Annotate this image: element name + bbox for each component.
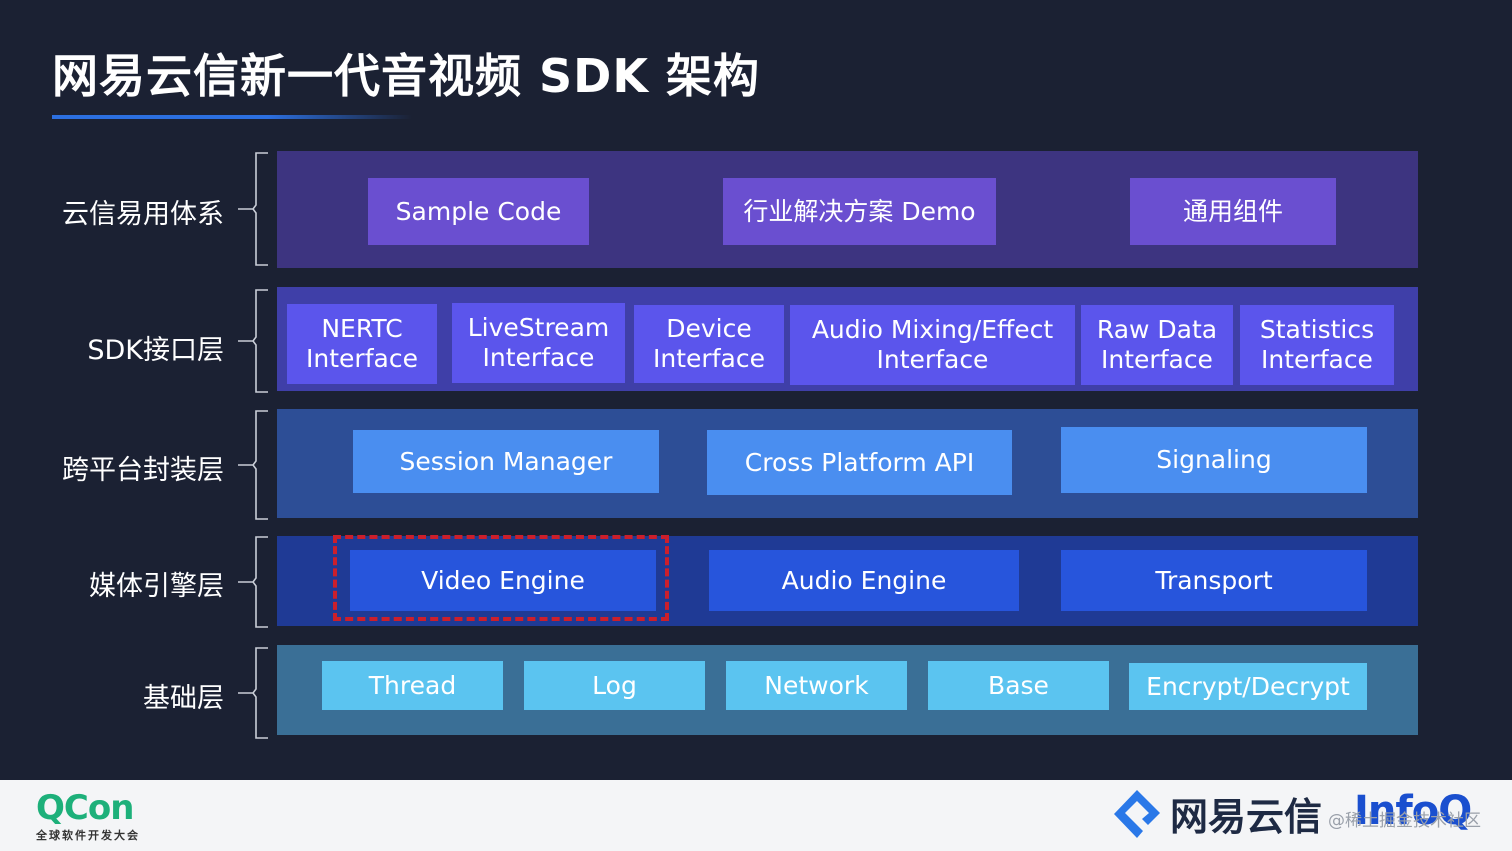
qcon-wordmark: QCon: [36, 790, 140, 826]
layer-label: 云信易用体系: [62, 199, 224, 230]
qcon-subtitle: 全球软件开发大会: [36, 829, 140, 842]
infoq-logo: InfoQ: [1354, 788, 1472, 834]
layer-brace: [238, 289, 268, 393]
footer: [0, 780, 1512, 851]
watermark: @稀土掘金技术社区: [1328, 811, 1481, 831]
component-box: 通用组件: [1130, 178, 1336, 245]
layer-label: 跨平台封装层: [62, 455, 224, 486]
component-box: Network: [726, 661, 907, 710]
slide: 网易云信新一代音视频 SDK 架构 Sample Code 行业解决方案 Demo…: [52, 49, 1418, 739]
layer-brace: [238, 152, 268, 266]
component-box: Statistics Interface: [1240, 305, 1394, 385]
component-box: Sample Code: [368, 178, 589, 245]
component-box: Raw Data Interface: [1081, 305, 1233, 385]
netease-logo: 网易云信: [1112, 786, 1322, 841]
layer-label: 基础层: [143, 683, 224, 714]
layer-brace: [238, 536, 268, 628]
component-box: Session Manager: [353, 430, 659, 493]
highlight-dashed-frame: [333, 535, 669, 621]
title-underline: [52, 115, 412, 119]
component-box: Transport: [1061, 550, 1367, 611]
layer-band: Video Engine Audio Engine Transport: [277, 535, 1418, 626]
layer-band: Sample Code 行业解决方案 Demo 通用组件: [277, 151, 1418, 268]
component-box: NERTC Interface: [287, 304, 437, 384]
component-box: LiveStream Interface: [452, 303, 625, 383]
page-title: 网易云信新一代音视频 SDK 架构: [52, 49, 760, 103]
qcon-logo: QCon 全球软件开发大会: [36, 790, 140, 843]
component-box: Encrypt/Decrypt: [1129, 663, 1367, 710]
component-box: Log: [524, 661, 705, 710]
component-box: Audio Engine: [709, 550, 1019, 611]
component-box: Thread: [322, 661, 503, 710]
layer-brace: [238, 410, 268, 520]
component-box: 行业解决方案 Demo: [723, 178, 996, 245]
netease-diamond-icon: [1114, 789, 1160, 838]
component-box: Signaling: [1061, 427, 1367, 493]
component-box: Cross Platform API: [707, 430, 1012, 495]
component-box: Device Interface: [634, 305, 784, 383]
layer-band: Session Manager Cross Platform API Signali…: [277, 409, 1418, 518]
layer-label: 媒体引擎层: [89, 571, 224, 602]
component-box: Audio Mixing/Effect Interface: [790, 305, 1075, 385]
layer-label: SDK接口层: [87, 335, 224, 366]
layer-brace: [238, 647, 268, 739]
layer-band: Thread Log Network Base Encrypt/Decrypt: [277, 645, 1418, 735]
netease-brand-text: 网易云信: [1170, 795, 1323, 839]
component-box: Video Engine: [350, 550, 656, 611]
component-box: Base: [928, 661, 1109, 710]
qcon-wordmark-text: QCon: [36, 788, 134, 828]
